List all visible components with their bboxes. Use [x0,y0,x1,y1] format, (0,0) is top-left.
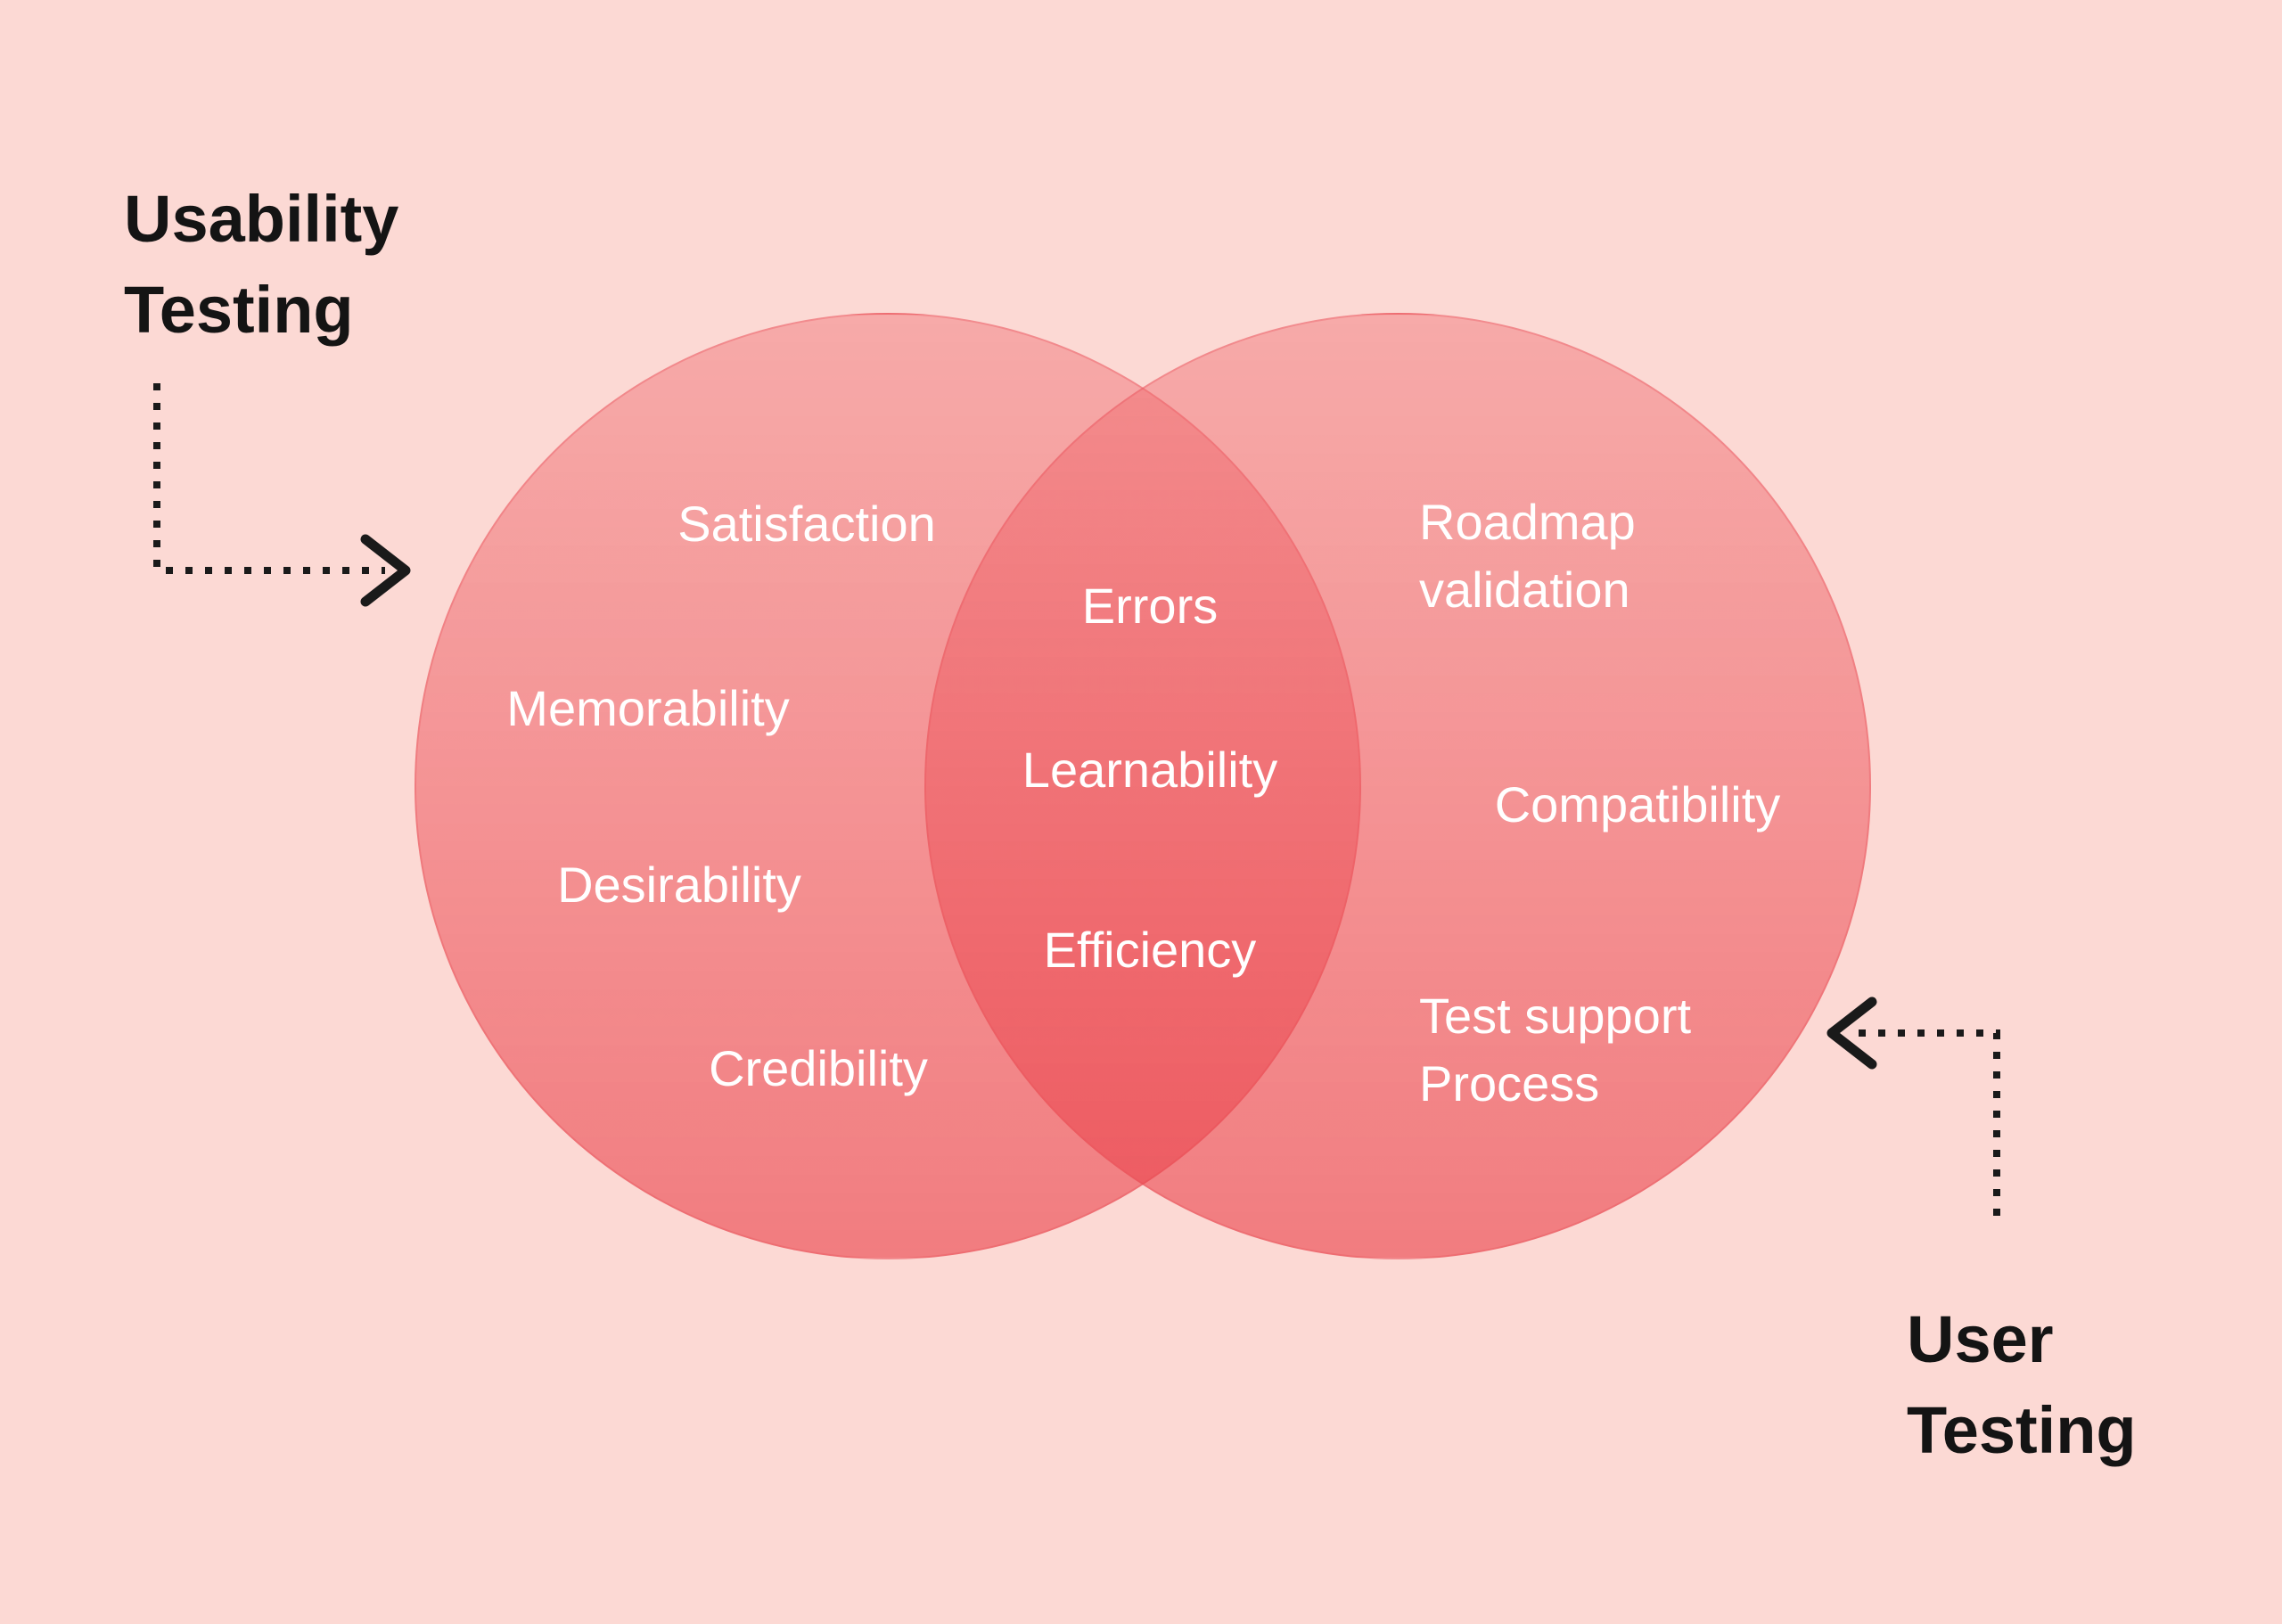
venn-item-errors: Errors [1081,578,1219,635]
venn-item-desirability: Desirability [557,857,801,914]
venn-item-credibility: Credibility [709,1040,928,1097]
venn-item-compatibility: Compatibility [1494,776,1781,833]
venn-item-roadmap-validation: Roadmap validation [1419,494,1636,618]
venn-item-test-support-process: Test support Process [1419,988,1692,1111]
user-testing-title: User Testing [1907,1302,2137,1468]
venn-item-satisfaction: Satisfaction [677,496,936,553]
usability-testing-title: Usability Testing [124,182,399,348]
venn-item-memorability: Memorability [506,680,790,737]
dotted-arrow-left-icon [1826,997,2000,1216]
venn-item-learnability: Learnability [1022,742,1278,799]
user-testing-circle [924,313,1871,1259]
dotted-arrow-right-icon [153,383,411,607]
venn-item-efficiency: Efficiency [1043,922,1257,979]
